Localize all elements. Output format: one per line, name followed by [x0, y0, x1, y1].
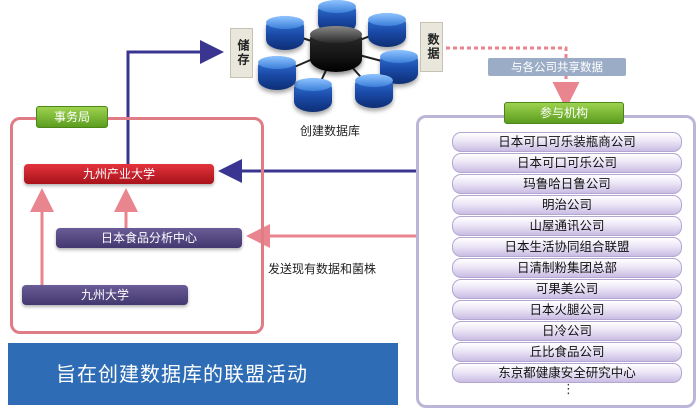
database-node-icon — [368, 13, 406, 47]
member-item: 日本生活协同组合联盟 — [452, 237, 682, 257]
member-item: 日本可口可乐装瓶商公司 — [452, 132, 682, 152]
member-item: 东京都健康安全研究中心 — [452, 363, 682, 383]
data-tag: 数据 — [420, 22, 443, 72]
storage-tag: 储存 — [230, 28, 253, 78]
member-item: 日本可口可乐公司 — [452, 153, 682, 173]
database-node-icon — [258, 56, 296, 90]
participants-label: 参与机构 — [504, 102, 624, 124]
send-data-label: 发送现有数据和菌株 — [268, 262, 377, 276]
member-item: 日本火腿公司 — [452, 300, 682, 320]
database-hub — [256, 0, 418, 114]
share-data-label: 与各公司共享数据 — [488, 58, 626, 76]
member-item: 丘比食品公司 — [452, 342, 682, 362]
database-title: 创建数据库 — [300, 124, 361, 138]
database-node-icon — [294, 78, 332, 112]
member-item: 可果美公司 — [452, 279, 682, 299]
node-japan-food-research-center: 日本食品分析中心 — [56, 228, 242, 248]
member-item: 玛鲁哈日鲁公司 — [452, 174, 682, 194]
database-node-icon — [355, 74, 393, 108]
member-item: 日清制粉集团总部 — [452, 258, 682, 278]
arrow-data-share — [446, 46, 580, 109]
node-kyushu-sangyo-university: 九州产业大学 — [24, 164, 214, 184]
database-node-icon — [266, 16, 304, 50]
node-kyushu-university: 九州大学 — [22, 285, 188, 305]
more-members-indicator: ⋮ — [562, 382, 576, 397]
consortium-banner: 旨在创建数据库的联盟活动 — [8, 343, 398, 405]
arrow-to-storage — [126, 40, 224, 168]
secretariat-label: 事务局 — [36, 106, 108, 128]
central-database-icon — [310, 26, 362, 72]
member-item: 日冷公司 — [452, 321, 682, 341]
member-item: 山屋通讯公司 — [452, 216, 682, 236]
secretariat-frame — [10, 117, 264, 334]
member-item: 明治公司 — [452, 195, 682, 215]
